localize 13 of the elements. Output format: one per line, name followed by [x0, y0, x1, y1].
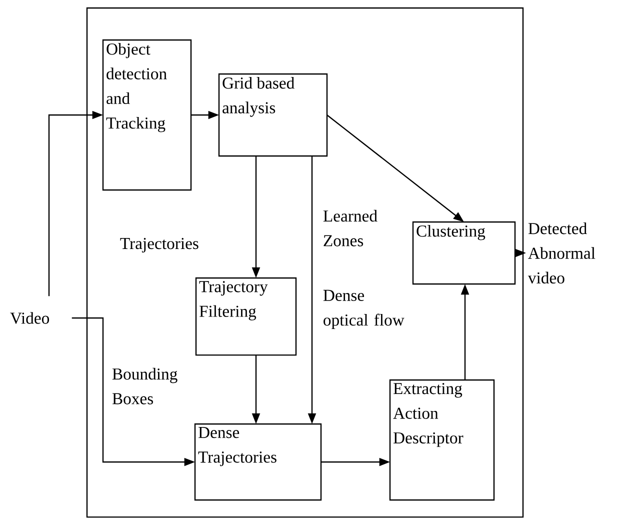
label-text: Bounding Boxes — [112, 368, 178, 404]
label-text: Trajectories — [120, 238, 198, 253]
process-box: Trajectory Filtering — [195, 277, 297, 356]
process-box: Dense Trajectories — [194, 423, 322, 501]
process-box: Clustering — [412, 221, 516, 285]
process-box: Extracting Action Descriptor — [389, 379, 495, 501]
frame-box — [86, 7, 524, 518]
node-text: Video — [10, 312, 50, 324]
node-text: Detected Abnormal video — [528, 222, 596, 284]
process-box: Grid based analysis — [218, 73, 328, 157]
label-text: Learned Zones — [323, 210, 378, 246]
process-box: Object detection and Tracking — [102, 39, 192, 191]
label-text: Dense optical flow — [323, 290, 404, 330]
